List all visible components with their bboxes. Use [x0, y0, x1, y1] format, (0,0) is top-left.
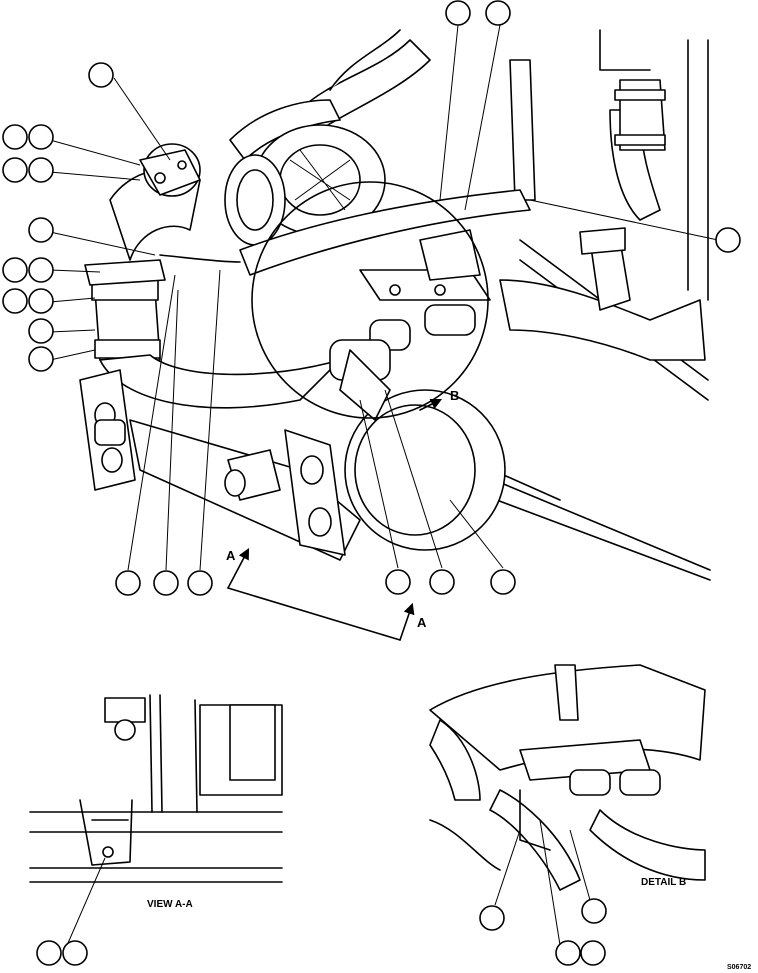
- callout-balloon: [479, 905, 505, 931]
- engine-assembly-drawing: [79, 29, 711, 581]
- callout-balloon: [88, 62, 114, 88]
- callout-balloon: [28, 124, 54, 150]
- section-arrow-a: A A B: [226, 388, 459, 641]
- callout-balloon: [28, 217, 54, 243]
- view-a-a-drawing: VIEW A-A: [29, 694, 283, 966]
- callout-balloon: [385, 569, 411, 595]
- view-a-a-caption: VIEW A-A: [147, 899, 193, 910]
- detail-b-drawing: DETAIL B: [429, 664, 706, 966]
- callout-balloon: [36, 940, 62, 966]
- detail-b-marker: B: [450, 388, 459, 403]
- callout-balloon: [429, 569, 455, 595]
- callout-balloon: [715, 227, 741, 253]
- callout-balloon: [115, 570, 141, 596]
- section-a-label: A: [226, 548, 236, 563]
- callout-balloon: [580, 940, 606, 966]
- callouts-main: [2, 0, 741, 596]
- callout-balloon: [2, 257, 28, 283]
- callout-balloon: [2, 157, 28, 183]
- callout-balloon: [187, 570, 213, 596]
- callout-balloon: [581, 898, 607, 924]
- callout-balloon: [2, 288, 28, 314]
- callout-balloon: [28, 318, 54, 344]
- callout-balloon: [153, 570, 179, 596]
- callout-balloon: [485, 0, 511, 26]
- callout-balloon: [28, 346, 54, 372]
- section-a-lower-label: A: [417, 615, 427, 630]
- callout-balloon: [28, 157, 54, 183]
- callout-balloon: [28, 288, 54, 314]
- callout-balloon: [490, 569, 516, 595]
- detail-b-caption: DETAIL B: [641, 877, 686, 888]
- callout-balloon: [62, 940, 88, 966]
- callout-balloon: [2, 124, 28, 150]
- callout-balloon: [445, 0, 471, 26]
- callout-balloon: [28, 257, 54, 283]
- drawing-number: S06702: [727, 964, 751, 971]
- callout-balloon: [555, 940, 581, 966]
